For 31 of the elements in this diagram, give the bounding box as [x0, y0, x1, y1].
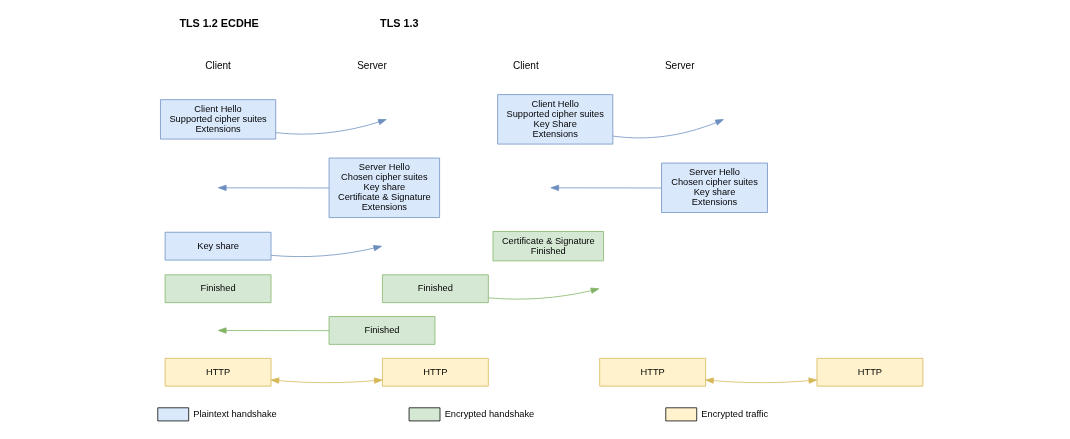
arrow	[550, 184, 662, 191]
arrow	[270, 245, 382, 257]
label: TLS 1.3	[379, 17, 419, 30]
label: Client	[204, 60, 231, 72]
arrow	[270, 377, 382, 384]
node-box: Key share	[164, 231, 271, 261]
label: TLS 1.2 ECDHE	[178, 17, 259, 30]
legend-label: Plaintext handshake	[192, 408, 277, 419]
node-box: Finished	[381, 274, 489, 303]
arrow	[611, 119, 724, 139]
arrow	[274, 119, 387, 135]
legend-label: Encrypted handshake	[444, 408, 534, 419]
arrow	[487, 287, 599, 300]
arrow	[217, 184, 329, 191]
node-box: HTTP	[381, 357, 489, 387]
arrow	[217, 327, 329, 334]
node-box: HTTP	[816, 357, 923, 387]
label: Client	[512, 60, 539, 72]
node-box: Client Hello Supported cipher suites Extensions	[159, 99, 276, 140]
node-box: Finished	[164, 274, 271, 303]
node-box: HTTP	[598, 357, 706, 387]
node-box: Server Hello Chosen cipher suites Key share Extensions	[660, 162, 768, 213]
node-box: Certificate & Signature Finished	[492, 231, 604, 262]
node-box: Server Hello Chosen cipher suites Key share Certificate & Signature Extensions	[328, 157, 440, 218]
node-box: Client Hello Supported cipher suites Key Share Extensions	[496, 94, 613, 145]
node-box: HTTP	[164, 357, 271, 387]
arrow	[704, 377, 817, 384]
label: Server	[664, 60, 695, 72]
legend-label: Encrypted traffic	[700, 408, 768, 419]
node-box: Finished	[328, 316, 435, 345]
label: Server	[356, 60, 387, 72]
